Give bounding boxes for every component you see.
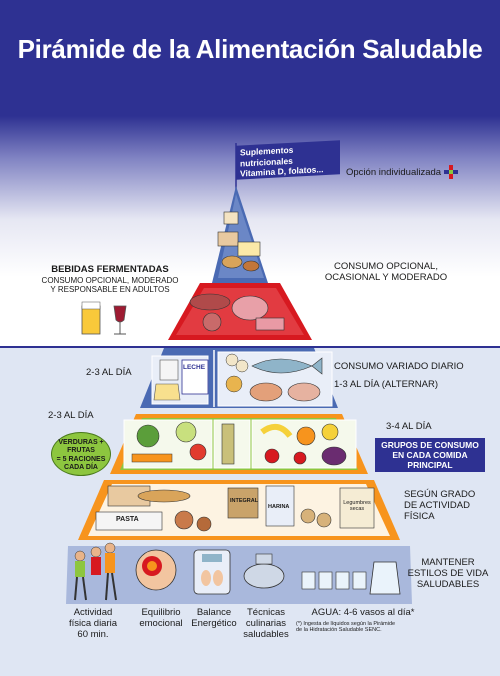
butter-icon <box>237 241 261 257</box>
varied-consumption: CONSUMO VARIADO DIARIO <box>334 361 464 372</box>
fermented-line-1: CONSUMO OPCIONAL, MODERADO <box>41 275 179 285</box>
cheese-icon <box>153 383 181 401</box>
dairy-frequency: 2-3 AL DÍA <box>86 367 132 378</box>
orange-icon <box>296 426 316 446</box>
integral-package-icon <box>227 487 259 519</box>
strawberry-icon <box>264 448 280 464</box>
base-item-emotional: Equilibrio emocional <box>130 607 192 630</box>
base-item-energy: Balance Energético <box>184 607 244 630</box>
optional-line-1: CONSUMO OPCIONAL, <box>334 261 438 272</box>
base-item-cooking: Técnicas culinarias saludables <box>236 607 296 641</box>
cooking-line-1: Técnicas <box>246 607 285 618</box>
groups-line-3: PRINCIPAL <box>407 460 453 471</box>
header-band <box>0 0 500 116</box>
veg-badge-line-1: VERDURAS + <box>58 439 104 446</box>
supplements-flag: Suplementos nutricionales Vitamina D, fo… <box>236 140 340 180</box>
cold-cuts-icon <box>255 317 285 331</box>
baguette-icon <box>137 489 191 503</box>
legumes-package-icon <box>339 487 375 529</box>
meat-icon <box>287 382 321 402</box>
sausage-icon <box>242 260 260 272</box>
egg-icon <box>225 375 243 393</box>
page-title: Pirámide de la Alimentación Saludable <box>17 34 483 64</box>
cereals-line-3: FÍSICA <box>404 510 435 522</box>
grapes-icon <box>321 446 347 466</box>
cereals-line-2: DE ACTIVIDAD <box>404 499 470 511</box>
water-glass-icon <box>301 571 316 590</box>
salami-icon <box>202 312 222 332</box>
fermented-title: BEBIDAS FERMENTADAS <box>51 264 169 275</box>
emotional-line-2: emocional <box>139 617 183 629</box>
pasta-label: PASTA <box>116 516 139 523</box>
veg-badge-line-4: CADA DÍA <box>64 464 98 472</box>
potato-icon <box>174 510 194 530</box>
cereals-line-1: SEGÚN GRADO <box>404 489 476 500</box>
fermented-drinks-text: BEBIDAS FERMENTADAS CONSUMO OPCIONAL, MO… <box>40 264 180 295</box>
chicken-icon <box>249 382 283 402</box>
cooking-line-3: saludables <box>243 628 289 640</box>
cross-icon <box>444 165 458 179</box>
lifestyle-line-2: ESTILOS DE VIDA <box>407 567 489 579</box>
activity-line-2: física diaria <box>68 617 118 629</box>
lifestyle-line-3: SALUDABLES <box>416 578 480 590</box>
legumes-label: Legumbres secas <box>343 500 371 513</box>
pot-icon <box>243 563 285 589</box>
consumption-groups-box: GRUPOS DE CONSUMO EN CADA COMIDA PRINCIP… <box>375 438 485 472</box>
milk-carton-icon <box>181 359 209 395</box>
lemon-icon <box>321 423 339 441</box>
emotional-line-1: Equilibrio <box>141 607 181 618</box>
pasta-package-icon <box>95 511 163 531</box>
optional-consumption-text: CONSUMO OPCIONAL, OCASIONAL Y MODERADO <box>316 261 456 284</box>
flour-label: HARINA <box>268 504 290 510</box>
wine-glass-icon <box>113 305 127 323</box>
people-icon <box>74 550 86 562</box>
lifestyle-line-1: MANTENER <box>421 557 475 568</box>
cake-icon <box>223 211 239 225</box>
cherry-icon <box>293 451 307 465</box>
carrot-icon <box>131 453 173 463</box>
fermented-line-2: Y RESPONSABLE EN ADULTOS <box>50 285 170 295</box>
nuts-icon <box>225 353 239 367</box>
flour-package-icon <box>265 485 295 527</box>
energy-line-1: Balance <box>196 607 232 618</box>
yogurt-icon <box>159 359 179 381</box>
lettuce-icon <box>175 421 197 443</box>
milk-label: LECHE <box>183 364 206 371</box>
water-note-1: (*) Ingesta de líquidos según la Pirámid… <box>296 620 396 627</box>
groups-line-2: EN CADA COMIDA <box>392 450 468 461</box>
water-jug-icon <box>369 561 401 595</box>
water-text: AGUA: 4-6 vasos al día* (*) Ingesta de l… <box>296 607 430 634</box>
cereals-text: SEGÚN GRADO DE ACTIVIDAD FÍSICA <box>404 489 476 523</box>
energy-line-2: Energético <box>191 617 237 629</box>
water-line: AGUA: 4-6 vasos al día* <box>311 607 415 618</box>
cooking-line-2: culinarias <box>245 617 287 629</box>
beer-icon <box>81 305 101 335</box>
integral-label: INTEGRAL <box>230 498 259 504</box>
healthy-lifestyle-text: MANTENER ESTILOS DE VIDA SALUDABLES <box>404 557 492 591</box>
individual-option-label: Opción individualizada <box>346 167 442 178</box>
water-note-2: de la Hidratación Saludable SENC. <box>296 627 382 634</box>
croissant-icon <box>221 255 243 269</box>
activity-line-1: Actividad <box>73 607 113 618</box>
tomato-icon <box>189 443 207 461</box>
veg-frequency: 2-3 AL DÍA <box>48 410 94 421</box>
banana-icon <box>260 423 293 438</box>
broccoli-icon <box>136 424 160 448</box>
base-item-activity: Actividad física diaria 60 min. <box>62 607 124 641</box>
optional-line-2: OCASIONAL Y MODERADO <box>324 271 448 283</box>
fruit-frequency: 3-4 AL DÍA <box>386 421 432 432</box>
pastry-icon <box>217 231 239 247</box>
activity-line-3: 60 min. <box>77 628 109 640</box>
veg-badge-line-3: = 5 RACIONES <box>56 455 106 463</box>
groups-line-1: GRUPOS DE CONSUMO <box>381 440 479 450</box>
protein-frequency: 1-3 AL DÍA (ALTERNAR) <box>334 379 439 390</box>
veg-fruit-badge: VERDURAS + FRUTAS = 5 RACIONES CADA DÍA <box>51 432 111 476</box>
veg-badge-line-2: FRUTAS <box>67 447 95 455</box>
oil-bottle-icon <box>221 423 235 465</box>
chorizo-icon <box>189 293 231 311</box>
ham-icon <box>231 295 269 321</box>
